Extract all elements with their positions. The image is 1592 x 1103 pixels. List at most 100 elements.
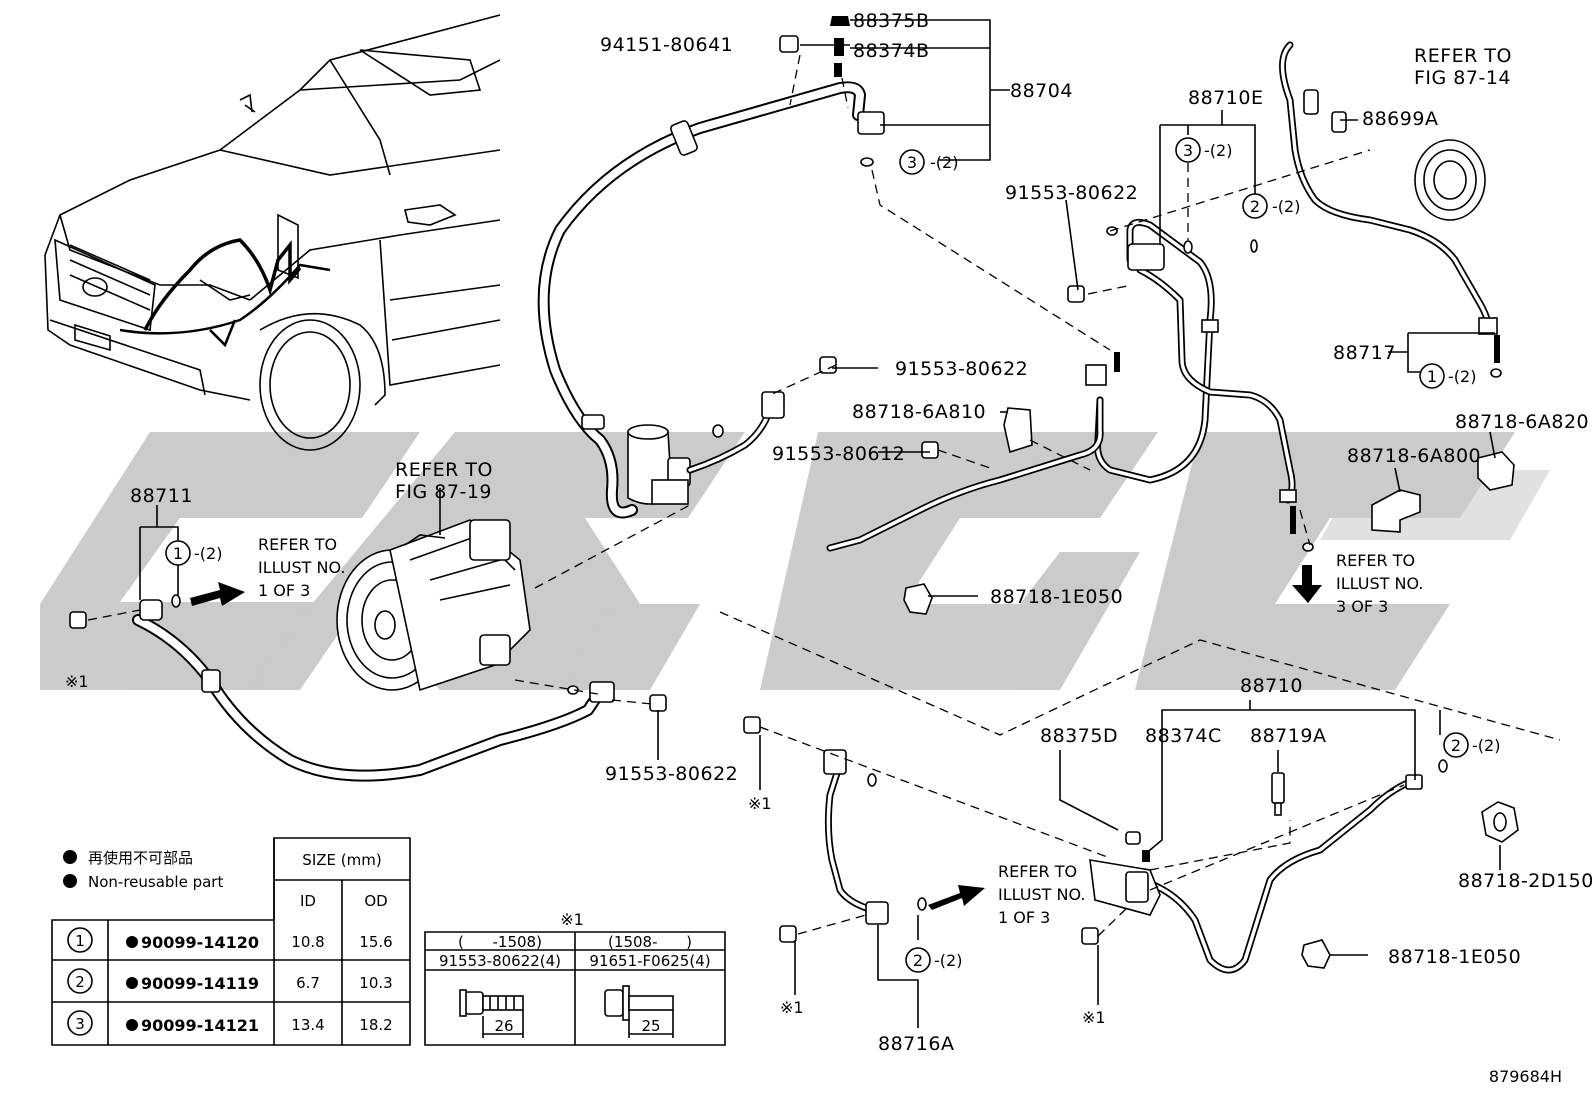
bolt-right-part: 91651-F0625(4) xyxy=(589,952,710,970)
callout-3-top: 3 -(2) xyxy=(899,149,958,175)
clamp-88718-1E050-bottom-icon xyxy=(1301,939,1331,969)
bolt-left-range: ( -1508) xyxy=(458,933,542,951)
svg-text:1 OF 3: 1 OF 3 xyxy=(998,908,1050,927)
filled-dot-icon xyxy=(63,874,77,888)
label-88718-2D150: 88718-2D150 xyxy=(1458,870,1592,892)
bolt-table: ※1 ( -1508) (1508- ) 91553-80622(4) 9165… xyxy=(424,910,726,1046)
label-91553-80612: 91553-80612 xyxy=(772,443,905,465)
bolt-right-range: (1508- ) xyxy=(608,933,692,951)
pipe-88711 xyxy=(132,599,615,782)
callout-number: 1 xyxy=(1427,367,1437,386)
bolt-left-length: 26 xyxy=(494,1017,513,1035)
label-88718-6A810: 88718-6A810 xyxy=(852,401,986,423)
callout-qty: -(2) xyxy=(194,544,222,563)
svg-text:1 OF 3: 1 OF 3 xyxy=(258,581,310,600)
svg-text:3: 3 xyxy=(75,1015,85,1033)
legend-row: 1 90099-14120 10.8 15.6 xyxy=(67,927,393,953)
clamp-88718-1E050-icon xyxy=(903,583,933,615)
note-mark: ※1 xyxy=(748,794,772,813)
svg-text:REFER TO: REFER TO xyxy=(998,862,1077,881)
bolt-icon xyxy=(69,285,1099,945)
callout-number: 3 xyxy=(907,153,917,172)
clamp-88718-2D150-icon xyxy=(1481,801,1519,843)
label-88374C: 88374C xyxy=(1145,725,1222,747)
svg-text:10.8: 10.8 xyxy=(291,933,324,951)
callout-qty: -(2) xyxy=(1204,141,1232,160)
cap-88375D-icon xyxy=(1125,831,1141,845)
legend-col-id: ID xyxy=(300,892,316,910)
pipe-88716A xyxy=(823,749,889,925)
label-88699A: 88699A xyxy=(1362,108,1438,130)
svg-text:REFER TO: REFER TO xyxy=(395,459,493,481)
callout-number: 2 xyxy=(913,951,923,970)
discharge-hose-88704 xyxy=(537,81,885,519)
callout-qty: -(2) xyxy=(1472,736,1500,755)
svg-text:2: 2 xyxy=(75,973,85,991)
cap-88375B-icon xyxy=(830,16,850,26)
clamp-88718-6A820-icon xyxy=(1477,451,1515,491)
label-88704: 88704 xyxy=(1010,80,1073,102)
svg-text:90099-14121: 90099-14121 xyxy=(141,1016,259,1035)
label-88717: 88717 xyxy=(1333,342,1396,364)
note-mark: ※1 xyxy=(1082,1008,1106,1027)
note-markers: ※1 ※1 ※1 ※1 xyxy=(65,672,1106,1027)
vehicle-illustration xyxy=(44,14,501,451)
label-88716A: 88716A xyxy=(878,1033,954,1055)
filled-dot-icon xyxy=(126,977,138,989)
svg-text:15.6: 15.6 xyxy=(359,933,392,951)
svg-text:FIG 87-19: FIG 87-19 xyxy=(395,481,492,503)
svg-text:90099-14120: 90099-14120 xyxy=(141,933,259,952)
label-88711: 88711 xyxy=(130,485,193,507)
label-88375D: 88375D xyxy=(1040,725,1118,747)
legend-col-od: OD xyxy=(364,892,387,910)
pipe-88717 xyxy=(1279,41,1498,335)
callout-qty: -(2) xyxy=(1448,367,1476,386)
svg-text:3 OF 3: 3 OF 3 xyxy=(1336,597,1388,616)
svg-text:REFER TO: REFER TO xyxy=(1336,551,1415,570)
legend-size-header: SIZE (mm) xyxy=(302,851,381,869)
flange-bolt-icon: 26 xyxy=(459,989,524,1038)
label-88718-1E050-top: 88718-1E050 xyxy=(990,586,1123,608)
filled-dot-icon xyxy=(126,936,138,948)
refer-fig-87-19: REFER TO FIG 87-19 xyxy=(395,459,493,503)
label-88718-1E050-bottom: 88718-1E050 xyxy=(1388,946,1521,968)
callout-number: 1 xyxy=(173,544,183,563)
label-88374B: 88374B xyxy=(853,40,929,62)
label-94151-80641: 94151-80641 xyxy=(600,34,733,56)
label-91553-80622-top: 91553-80622 xyxy=(1005,182,1138,204)
bolt-88717-icon xyxy=(1114,335,1500,534)
arrow-icon xyxy=(190,565,1322,910)
pressure-sensor-88719A-icon xyxy=(1271,772,1285,816)
callout-number: 2 xyxy=(1451,736,1461,755)
legend-row: 3 90099-14121 13.4 18.2 xyxy=(67,1010,393,1036)
svg-text:6.7: 6.7 xyxy=(296,974,320,992)
label-88710E: 88710E xyxy=(1188,87,1263,109)
svg-text:ILLUST NO.: ILLUST NO. xyxy=(258,558,345,577)
svg-text:ILLUST NO.: ILLUST NO. xyxy=(998,885,1085,904)
refer-fig-87-14: REFER TO FIG 87-14 xyxy=(1414,45,1512,89)
filled-dot-icon xyxy=(63,850,77,864)
svg-text:REFER TO: REFER TO xyxy=(1414,45,1512,67)
svg-text:13.4: 13.4 xyxy=(291,1016,324,1034)
svg-text:90099-14119: 90099-14119 xyxy=(141,974,259,993)
cap-94151-icon xyxy=(779,35,799,53)
valve-88374B-icon xyxy=(834,38,844,56)
leader-lines xyxy=(139,19,1501,1028)
note-mark: ※1 xyxy=(780,998,804,1017)
bolt-left-part: 91553-80622(4) xyxy=(439,952,561,970)
refer-illust-1of3-bottom: REFER TO ILLUST NO. 1 OF 3 xyxy=(998,862,1085,927)
refer-illust-3of3: REFER TO ILLUST NO. 3 OF 3 xyxy=(1336,551,1423,616)
refer-illust-1of3-left: REFER TO ILLUST NO. 1 OF 3 xyxy=(258,535,345,600)
callout-1-88717: 1 -(2) xyxy=(1419,363,1476,389)
label-88718-6A820: 88718-6A820 xyxy=(1455,411,1589,433)
dashed-guide-lines xyxy=(87,54,1561,937)
callout-2-88710E: 2 -(2) xyxy=(1242,193,1300,219)
svg-text:ILLUST NO.: ILLUST NO. xyxy=(1336,574,1423,593)
legend-row: 2 90099-14119 6.7 10.3 xyxy=(67,968,393,994)
label-88375B: 88375B xyxy=(853,10,929,32)
callout-2-88716A: 2 -(2) xyxy=(905,947,962,973)
callout-3-88710E: 3 -(2) xyxy=(1175,137,1232,163)
callout-number: 2 xyxy=(1250,197,1260,216)
